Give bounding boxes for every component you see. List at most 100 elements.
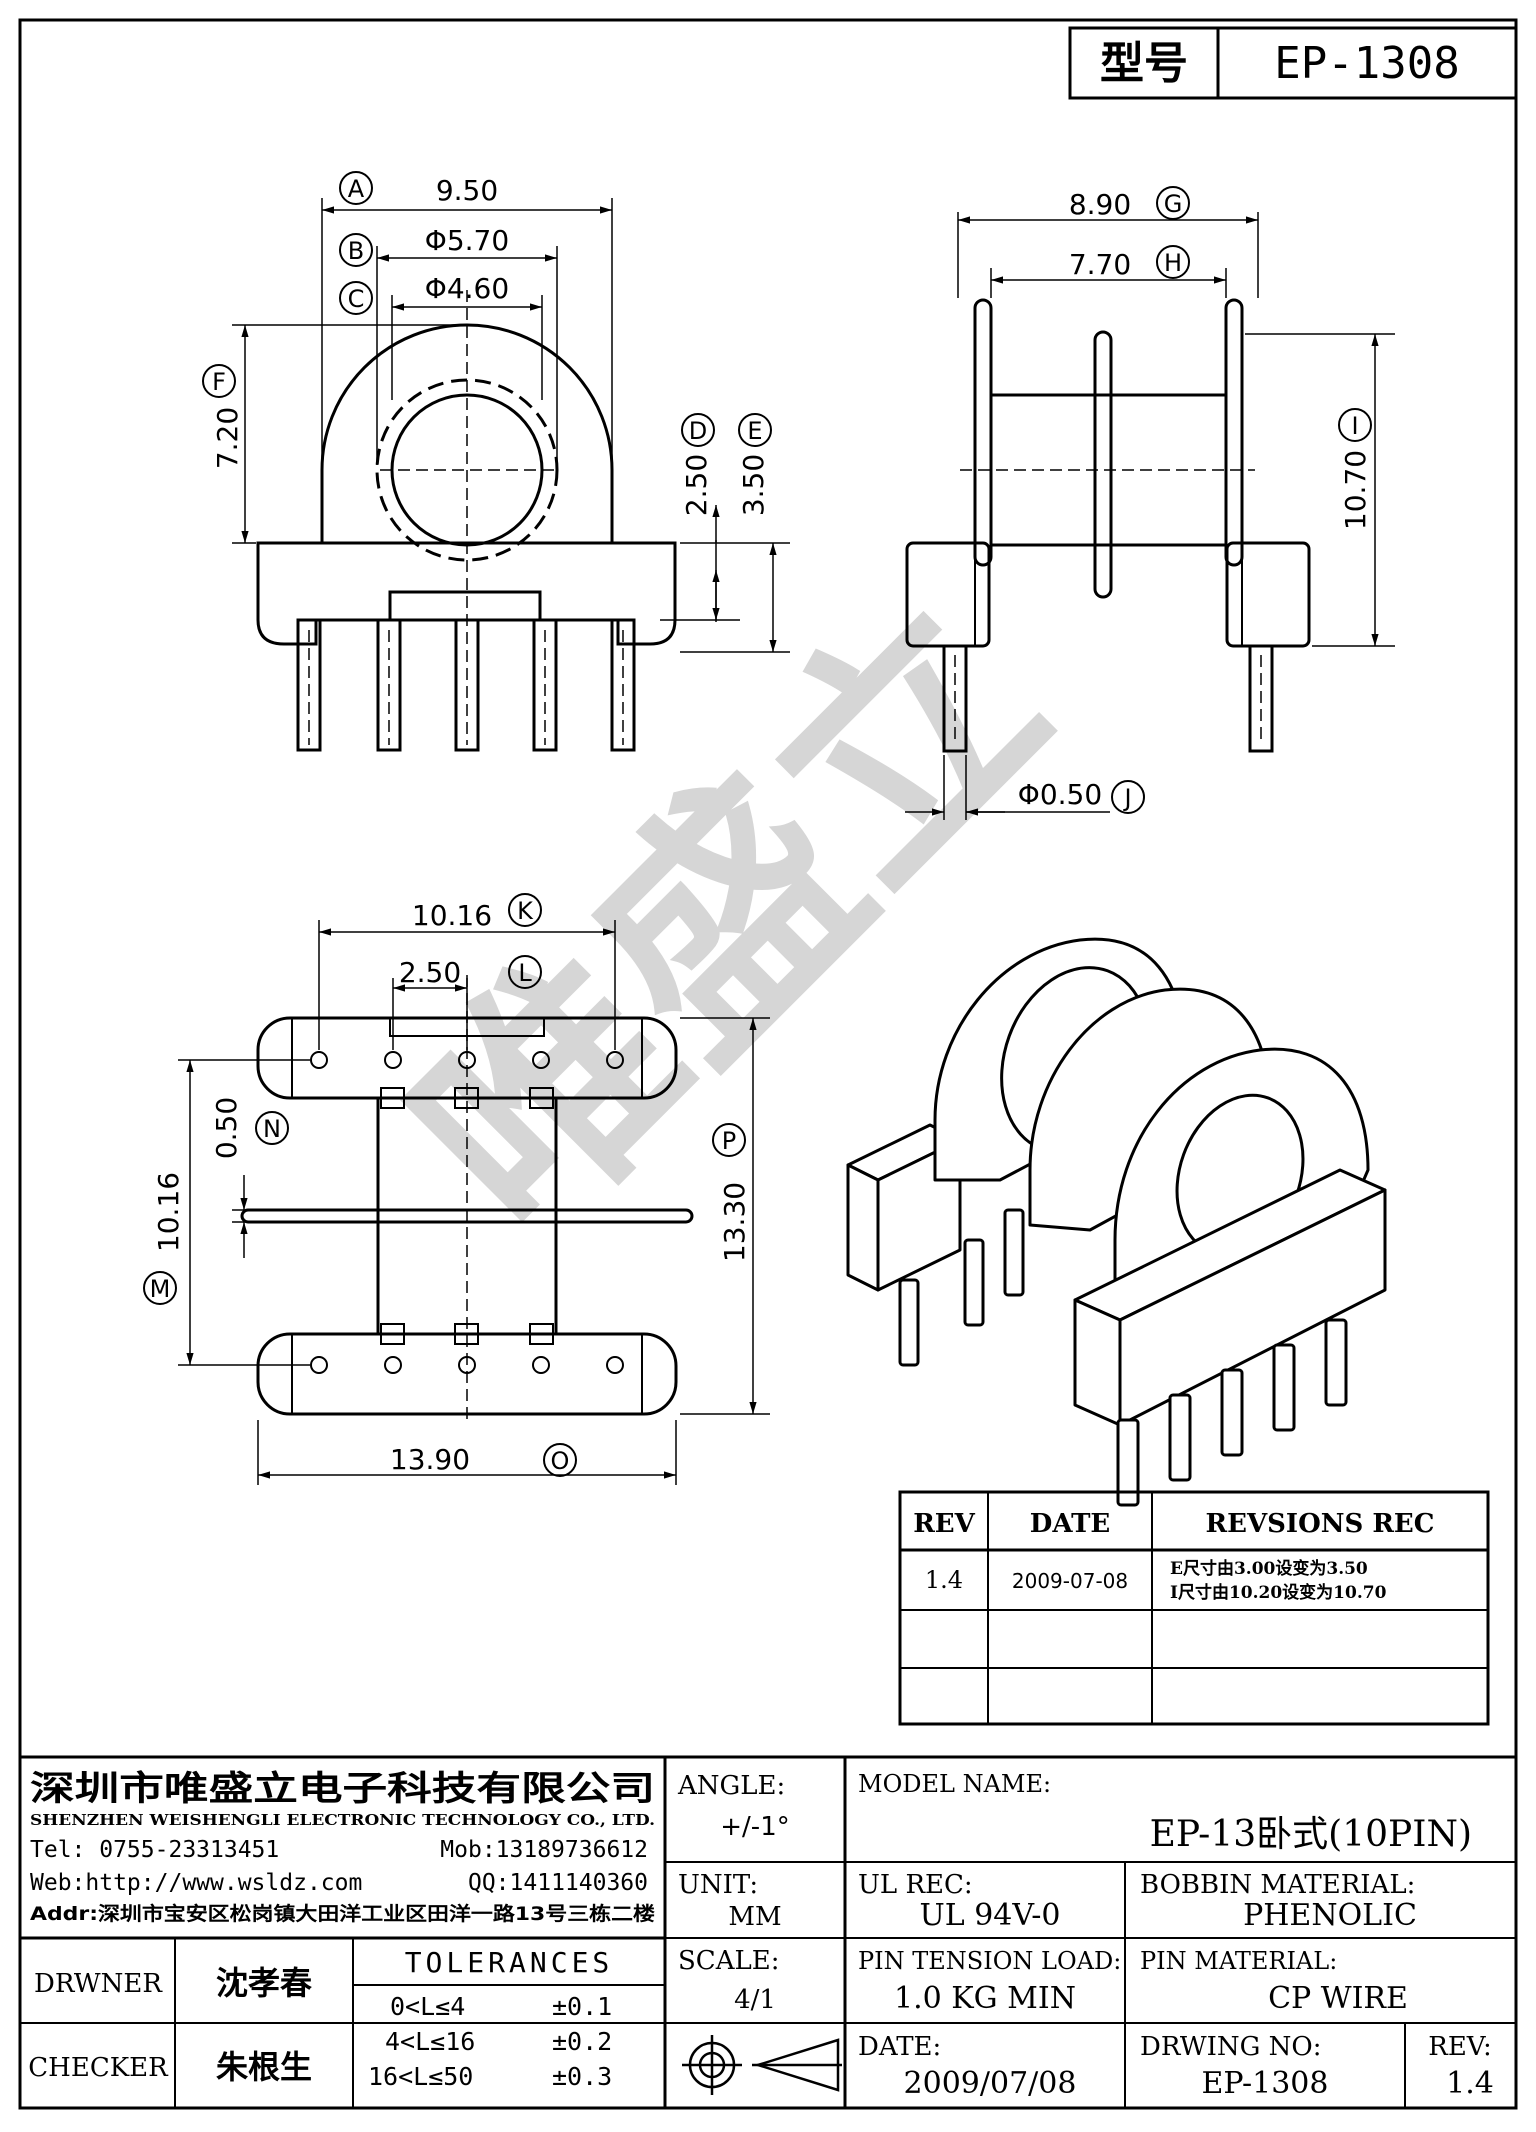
dim-i-value: 10.70 <box>1339 450 1372 530</box>
date-value: 2009/07/08 <box>904 2066 1077 2101</box>
svg-text:J: J <box>1122 784 1131 812</box>
dim-e-value: 3.50 <box>737 454 770 516</box>
bobbin-label: BOBBIN MATERIAL: <box>1140 1870 1415 1900</box>
title-block-grid <box>20 1755 1516 2108</box>
pin-material-value: CP WIRE <box>1268 1981 1408 2016</box>
company-name-cn: 深圳市唯盛立电子科技有限公司 <box>30 1769 655 1809</box>
pin-material-label: PIN MATERIAL: <box>1140 1947 1337 1975</box>
angle-value: +/-1° <box>720 1812 789 1842</box>
svg-text:G: G <box>1164 190 1183 218</box>
rev-row-1-rev: 1.4 <box>925 1566 963 1594</box>
dim-b-value: Φ5.70 <box>425 224 509 257</box>
bobbin-value: PHENOLIC <box>1243 1898 1417 1933</box>
company-name-en: SHENZHEN WEISHENGLI ELECTRONIC TECHNOLOG… <box>30 1811 655 1829</box>
svg-text:M: M <box>150 1275 171 1303</box>
dim-l-value: 2.50 <box>399 956 461 989</box>
tolerances-label: TOLERANCES <box>405 1946 614 1979</box>
rev-label: REV: <box>1428 2032 1491 2062</box>
drawing-no-label: DRWING NO: <box>1140 2032 1321 2062</box>
company-addr: Addr:深圳市宝安区松岗镇大田洋工业区田洋一路13号三栋二楼 <box>30 1902 655 1925</box>
tolerance-value-2: ±0.2 <box>552 2027 612 2056</box>
rev-row-1-date: 2009-07-08 <box>1012 1569 1128 1593</box>
company-web: Web:http://www.wsldz.com <box>30 1870 362 1896</box>
svg-text:P: P <box>722 1127 736 1155</box>
rev-header-rev: REV <box>913 1509 975 1539</box>
rev-row-1-rec-2: I尺寸由10.20设变为10.70 <box>1170 1582 1387 1603</box>
tolerance-range-1: 0<L≤4 <box>390 1992 465 2021</box>
side-view <box>905 298 1311 753</box>
svg-text:C: C <box>348 285 365 313</box>
svg-text:B: B <box>348 237 364 265</box>
svg-text:K: K <box>517 897 534 925</box>
type-value: EP-1308 <box>1274 38 1459 89</box>
dim-j-value: Φ0.50 <box>1018 778 1102 811</box>
model-header: 型号 EP-1308 <box>1068 26 1518 100</box>
side-view-labels: 8.90 7.70 10.70 Φ0.50 <box>1018 188 1372 811</box>
dim-m-value: 10.16 <box>152 1172 185 1252</box>
rev-value: 1.4 <box>1446 2066 1494 2101</box>
tolerance-range-3: 16<L≤50 <box>368 2062 473 2091</box>
rev-header-rec: REVSIONS REC <box>1206 1509 1435 1539</box>
pin-tension-label: PIN TENSION LOAD: <box>858 1947 1121 1975</box>
svg-text:O: O <box>551 1447 570 1475</box>
dim-a-value: 9.50 <box>436 174 498 207</box>
drawing-no-value: EP-1308 <box>1202 2066 1329 2101</box>
scale-label: SCALE: <box>678 1946 780 1976</box>
dim-p-value: 13.30 <box>718 1182 751 1262</box>
company-mob: Mob:13189736612 <box>440 1837 648 1863</box>
unit-value: MM <box>728 1902 781 1932</box>
checker-value: 朱根生 <box>216 2048 312 2086</box>
bottom-view <box>240 975 694 1420</box>
svg-text:A: A <box>348 175 365 203</box>
revision-table <box>898 1490 1490 1726</box>
tolerance-value-3: ±0.3 <box>552 2062 612 2091</box>
model-value: EP-13卧式(10PIN) <box>1150 1814 1472 1855</box>
dim-d-value: 2.50 <box>680 454 713 516</box>
front-view <box>256 290 677 752</box>
svg-text:D: D <box>689 417 707 445</box>
tolerance-value-1: ±0.1 <box>552 1992 612 2021</box>
scale-value: 4/1 <box>734 1985 776 2015</box>
ul-label: UL REC: <box>858 1870 973 1900</box>
unit-label: UNIT: <box>678 1870 758 1900</box>
dim-h-value: 7.70 <box>1069 248 1131 281</box>
dim-f-value: 7.20 <box>211 407 244 469</box>
drawer-label: DRWNER <box>34 1969 163 1999</box>
angle-label: ANGLE: <box>677 1771 785 1801</box>
company-tel: Tel: 0755-23313451 <box>30 1837 279 1863</box>
front-view-labels: 9.50 Φ5.70 Φ4.60 7.20 2.50 3.50 <box>211 174 770 516</box>
side-view-balloons: G H I J <box>1111 186 1372 814</box>
company-qq: QQ:1411140360 <box>468 1870 648 1896</box>
dim-g-value: 8.90 <box>1069 188 1131 221</box>
tolerance-range-2: 4<L≤16 <box>385 2027 475 2056</box>
rev-row-1-rec-1: E尺寸由3.00设变为3.50 <box>1170 1558 1368 1579</box>
type-label: 型号 <box>1100 38 1188 89</box>
svg-text:H: H <box>1164 249 1182 277</box>
dim-o-value: 13.90 <box>390 1443 470 1476</box>
date-label: DATE: <box>858 2032 941 2062</box>
drawing-frame <box>18 18 1518 2110</box>
projection-symbol-icon <box>682 2035 842 2095</box>
pin-tension-value: 1.0 KG MIN <box>894 1981 1076 2016</box>
dim-k-value: 10.16 <box>412 899 492 932</box>
rev-header-date: DATE <box>1030 1509 1110 1539</box>
isometric-view <box>846 937 1387 1507</box>
front-view-balloons: A B C F D E <box>202 171 772 447</box>
svg-text:N: N <box>263 1115 281 1143</box>
svg-text:I: I <box>1351 412 1358 440</box>
bottom-view-dimensions <box>178 920 770 1485</box>
bottom-view-labels: 10.16 2.50 10.16 0.50 13.30 13.90 <box>152 899 751 1476</box>
dim-c-value: Φ4.60 <box>425 272 509 305</box>
svg-text:F: F <box>212 368 226 396</box>
front-view-dimensions <box>232 198 790 653</box>
drawer-value: 沈孝春 <box>216 1964 312 2002</box>
checker-label: CHECKER <box>28 2053 169 2083</box>
dim-n-value: 0.50 <box>210 1097 243 1159</box>
bottom-view-balloons: K L N M P O <box>143 893 746 1477</box>
ul-value: UL 94V-0 <box>919 1898 1060 1933</box>
svg-text:L: L <box>518 959 532 987</box>
svg-text:E: E <box>747 417 762 445</box>
model-label: MODEL NAME: <box>858 1770 1051 1798</box>
side-view-dimensions <box>905 212 1395 820</box>
